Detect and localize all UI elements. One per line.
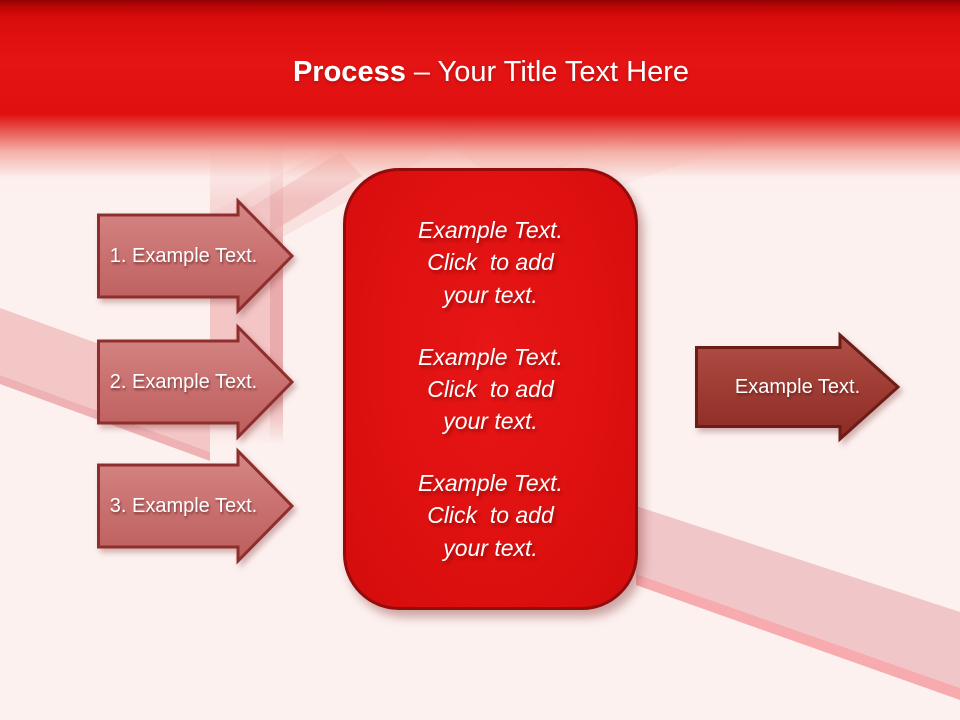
process-step-arrow-3: 3. Example Text. <box>97 447 295 565</box>
ribbon-bottom-right <box>636 506 960 688</box>
ribbon-bottom-right-edge <box>636 574 960 700</box>
step-arrow-label: 1. Example Text. <box>109 244 258 267</box>
callout-paragraph-2: Example Text. Click to add your text. <box>418 343 563 435</box>
title-emphasis: Process <box>292 56 406 88</box>
step-arrow-shape <box>97 323 295 441</box>
result-arrow: Example Text. <box>695 331 901 443</box>
process-step-arrow-1: 1. Example Text. <box>97 197 295 315</box>
step-arrow-label: 2. Example Text. <box>109 370 258 393</box>
title-bar <box>0 0 960 200</box>
slide-title: Process – Your Title Text Here <box>0 54 960 90</box>
callout-paragraph-1: Example Text. Click to add your text. <box>418 217 563 308</box>
result-arrow-shape <box>695 331 901 443</box>
step-arrow-label: 3. Example Text. <box>109 494 258 517</box>
callout-paragraph-3: Example Text. Click to add your text. <box>418 470 563 561</box>
result-arrow-label: Example Text. <box>734 375 861 398</box>
title-text: – Your Title Text Here <box>405 56 690 88</box>
process-step-arrow-2: 2. Example Text. <box>97 323 295 441</box>
step-arrow-shape <box>97 197 295 315</box>
callout-box: Example Text. Click to add your text. Ex… <box>343 168 638 610</box>
step-arrow-shape <box>97 447 295 565</box>
